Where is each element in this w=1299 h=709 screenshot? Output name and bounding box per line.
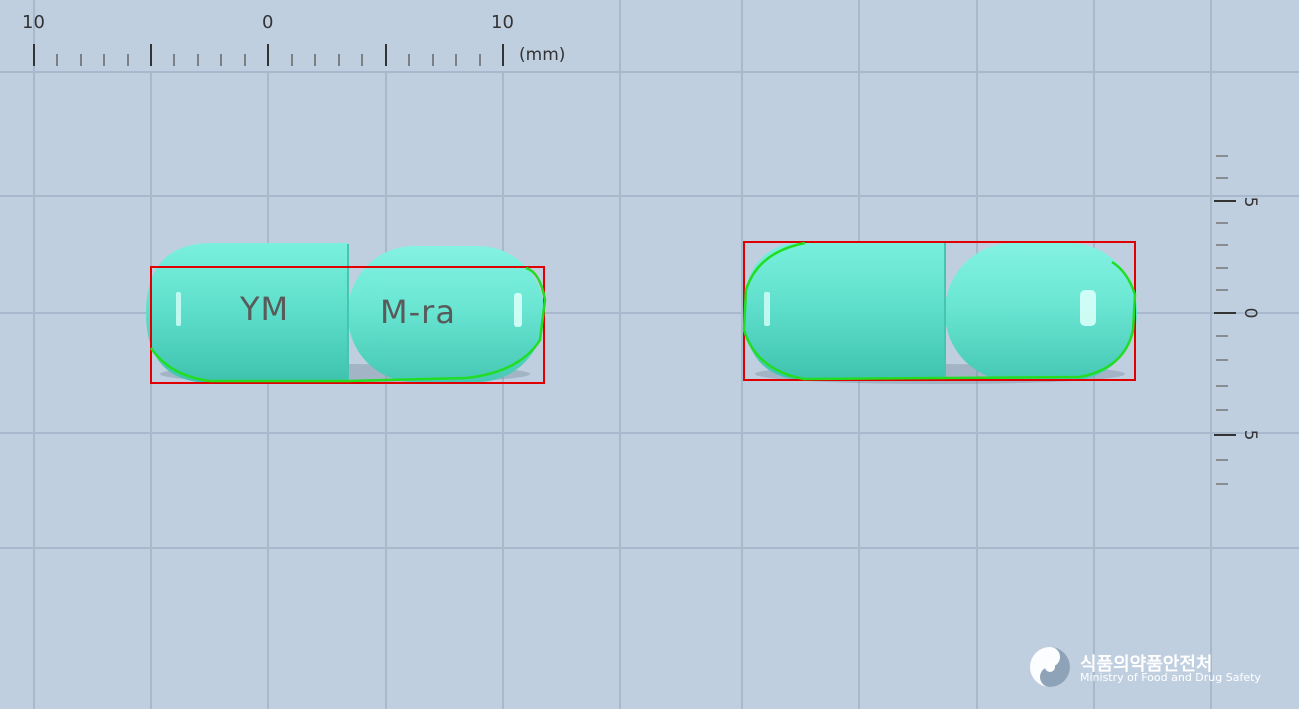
ruler-label-left: 10 [22,12,45,33]
vertical-ruler-label-bottom: 5 [1240,429,1260,441]
capsule-front-imprint-right: M-ra [380,293,456,331]
vertical-ruler-label-top: 5 [1240,196,1260,208]
ruler-label-center: 0 [262,12,274,33]
vertical-ruler [1214,200,1236,436]
logo-korean-text: 식품의약품안전처 [1080,654,1213,675]
capsule-front-imprint-left: YM [240,290,290,328]
ruler-label-right: 10 [491,12,514,33]
horizontal-ruler-minor-ticks [56,54,481,66]
ruler-unit-label: (mm) [519,45,566,65]
vertical-ruler-label-middle: 0 [1240,307,1260,319]
horizontal-ruler [33,44,504,66]
capsule-front [146,243,547,384]
mfds-logo-emblem [1030,647,1070,687]
logo-english-text: Ministry of Food and Drug Safety [1080,671,1261,684]
capsule-back [742,241,1137,384]
vertical-ruler-minor-ticks [1216,155,1228,485]
